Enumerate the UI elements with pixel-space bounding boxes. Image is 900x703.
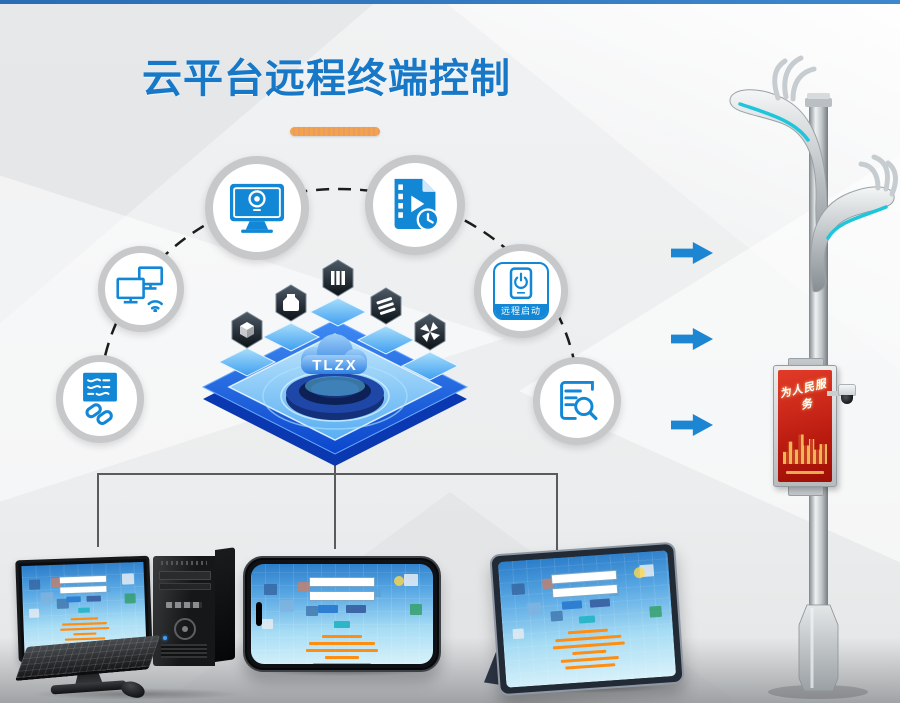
login-panel (529, 569, 645, 672)
login-panel (287, 577, 397, 664)
front-panel-buttons (166, 602, 202, 608)
pole-led-display: 为人民服务 (773, 365, 837, 487)
cancel-button (86, 595, 102, 602)
notice-lines (552, 628, 626, 671)
networked-monitors-wifi-icon (116, 266, 163, 313)
platform-label: TLZX (312, 357, 358, 374)
page-title: 云平台远程终端控制 (142, 57, 511, 101)
hex-icon-bars (322, 259, 354, 297)
title-underline (290, 127, 380, 136)
connector-drop-right (556, 473, 558, 551)
phone-screen (251, 564, 433, 664)
cloud-platform-illustration: TLZX (201, 259, 469, 466)
status-button (578, 615, 596, 624)
phone-power-icon (509, 267, 533, 300)
login-button (318, 605, 338, 613)
status-button (334, 621, 350, 628)
remote-power-app-icon: 远程启动 (493, 262, 549, 320)
feature-remote-start: 远程启动 (474, 244, 568, 338)
smartphone (243, 556, 441, 672)
hex-icon-pinwheel (414, 313, 446, 351)
video-file-clock-icon (394, 178, 440, 232)
flow-link-icon (83, 372, 117, 426)
hex-icon-cube (231, 311, 263, 349)
remote-start-label: 远程启动 (495, 304, 547, 318)
top-accent-strip (0, 0, 900, 4)
password-field (551, 584, 619, 599)
led-banner: 为人民服务 (778, 370, 832, 482)
webcam-monitor-icon (229, 183, 285, 233)
feature-log-search (533, 357, 621, 445)
connector-drop-middle (334, 473, 336, 549)
username-field (59, 574, 107, 584)
feature-network-terminals (98, 246, 184, 332)
feature-link-config (56, 355, 144, 443)
tablet (478, 541, 685, 698)
pc-tower (153, 547, 237, 668)
feature-video-file (365, 155, 465, 255)
lamp-ground-shadow (768, 685, 868, 699)
drive-bay (159, 583, 211, 590)
hex-icon-jar (275, 284, 307, 322)
skyline-graphic (783, 434, 827, 464)
desktop-computer (15, 547, 260, 703)
password-field (59, 584, 108, 594)
led-caption-line (786, 471, 824, 474)
led-banner-text: 为人民服务 (778, 377, 829, 412)
power-led (163, 636, 167, 640)
status-button (78, 607, 90, 613)
connector-drop-left (97, 473, 99, 547)
login-button (66, 595, 81, 603)
username-field (309, 577, 375, 587)
tower-logo (174, 618, 196, 640)
feature-webcam-monitor (205, 156, 309, 260)
cancel-button (346, 605, 366, 613)
lamp-base (798, 604, 839, 692)
cancel-button (589, 598, 611, 609)
camera-notch (256, 602, 262, 626)
login-panel (43, 574, 125, 646)
drive-bay (159, 571, 211, 580)
tablet-screen (497, 550, 677, 688)
document-search-icon (560, 380, 598, 420)
mouse (119, 678, 147, 701)
hex-icon-layers (370, 287, 402, 325)
login-button (561, 600, 583, 611)
username-field (550, 570, 618, 585)
notice-lines (306, 635, 378, 664)
password-field (309, 591, 375, 601)
